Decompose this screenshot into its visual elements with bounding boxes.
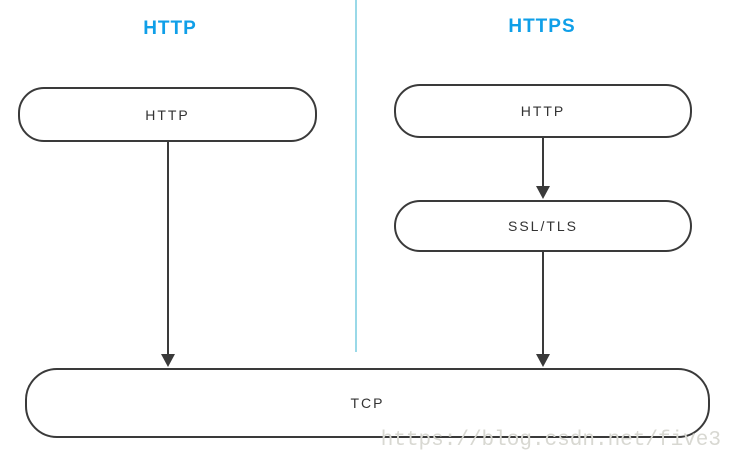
left-column-title: HTTP <box>143 18 197 39</box>
http-box-left-label: HTTP <box>145 106 190 123</box>
column-divider-line <box>355 0 357 352</box>
ssl-tls-box-label: SSL/TLS <box>507 218 579 234</box>
arrow-http-to-tcp-head <box>161 354 175 367</box>
watermark-text: https://blog.csdn.net/five3 <box>380 429 721 452</box>
arrow-http-to-tcp-line <box>167 142 169 355</box>
right-column-title: HTTPS <box>508 16 576 37</box>
http-box-right: HTTP <box>394 84 692 138</box>
arrow-ssl-to-tcp-head <box>536 354 550 367</box>
ssl-tls-box: SSL/TLS <box>394 200 692 252</box>
arrow-ssl-to-tcp-line <box>542 252 544 355</box>
tcp-box: TCP <box>25 368 710 438</box>
tcp-box-label: TCP <box>350 395 385 411</box>
arrow-http-to-ssl-head <box>536 186 550 199</box>
arrow-http-to-ssl-line <box>542 138 544 187</box>
http-box-left: HTTP <box>18 87 317 142</box>
http-box-right-label: HTTP <box>520 103 566 119</box>
